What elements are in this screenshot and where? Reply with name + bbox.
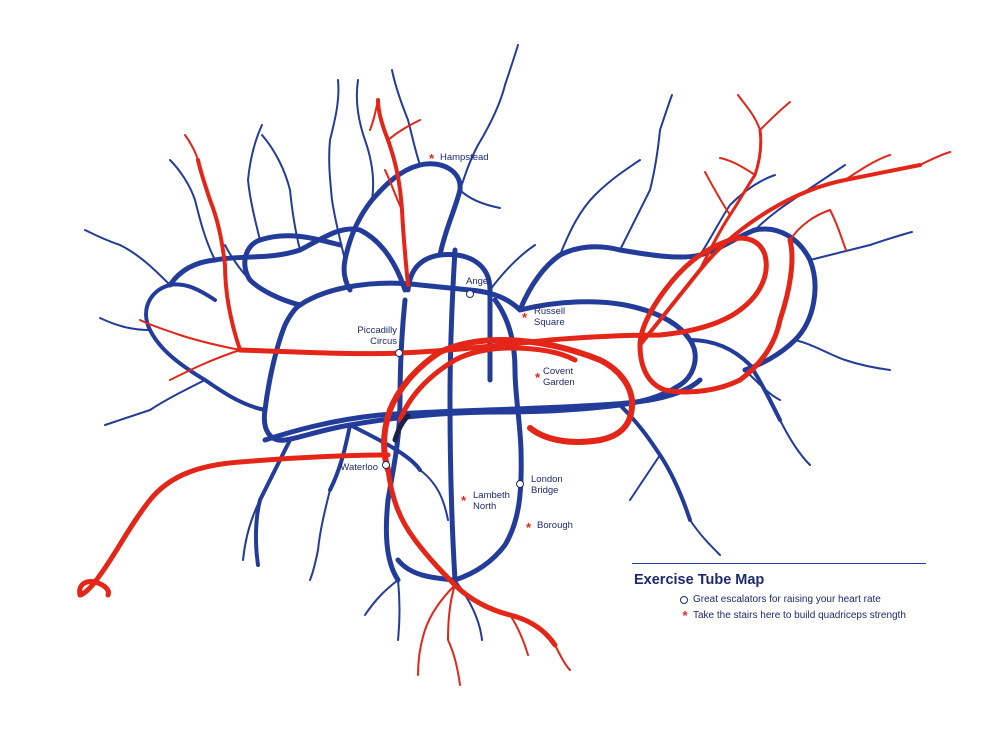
- blue-vein-network: [84, 44, 913, 641]
- station-label-angel: Angel: [466, 276, 491, 287]
- blue-west-loop: [242, 233, 343, 308]
- dark-crossing: [392, 413, 411, 443]
- red-west-fine: [139, 319, 241, 381]
- station-label-piccadilly-circus: Piccadilly Circus: [357, 325, 397, 347]
- red-northeast: [638, 163, 922, 347]
- borough-star-icon: *: [526, 520, 532, 535]
- covent-garden-star-icon: *: [535, 370, 541, 385]
- station-label-london-bridge: London Bridge: [531, 474, 563, 496]
- blue-loop-south: [262, 377, 703, 443]
- station-label-hampstead: Hampstead: [440, 152, 489, 163]
- blue-east-branch: [688, 338, 782, 422]
- red-main-loop: [237, 235, 795, 395]
- legend-title: Exercise Tube Map: [634, 572, 765, 588]
- piccadilly-circus-escalator-circle-icon: [395, 349, 403, 357]
- station-label-russell-square: Russell Square: [534, 306, 566, 328]
- red-northwest: [196, 158, 242, 352]
- legend-item-escalators: Great escalators for raising your heart …: [680, 594, 926, 605]
- red-north-branch: [376, 98, 410, 287]
- red-artery-network: [77, 94, 951, 686]
- escalator-circle-icon: [680, 595, 688, 604]
- red-central-arc-2: [397, 345, 578, 423]
- legend-item-escalators-label: Great escalators for raising your heart …: [693, 594, 881, 605]
- legend-item-stairs-label: Take the stairs here to build quadriceps…: [693, 610, 906, 621]
- station-label-covent-garden: Covent Garden: [543, 366, 575, 388]
- angel-escalator-circle-icon: [466, 290, 474, 298]
- london-bridge-escalator-circle-icon: [516, 480, 524, 488]
- red-fine-branches: [184, 94, 951, 686]
- lambeth-north-star-icon: *: [461, 493, 467, 508]
- red-central-arc: [381, 337, 636, 473]
- station-label-lambeth-north: Lambeth North: [473, 490, 510, 512]
- red-northeast-2: [698, 128, 763, 272]
- red-south-trunk: [385, 467, 558, 648]
- legend-divider: [632, 563, 926, 564]
- map-legend: Exercise Tube Map Great escalators for r…: [632, 563, 926, 626]
- station-label-waterloo: Waterloo: [340, 462, 378, 473]
- red-west-trunk: [77, 452, 391, 598]
- waterloo-escalator-circle-icon: [382, 461, 390, 469]
- legend-item-stairs: * Take the stairs here to build quadrice…: [680, 607, 926, 623]
- hampstead-star-icon: *: [429, 151, 435, 166]
- station-label-borough: Borough: [537, 520, 573, 531]
- stairs-star-icon: *: [682, 607, 688, 623]
- russell-square-star-icon: *: [522, 310, 528, 325]
- blue-west-branch: [144, 282, 267, 412]
- blue-fine-branches: [84, 44, 913, 641]
